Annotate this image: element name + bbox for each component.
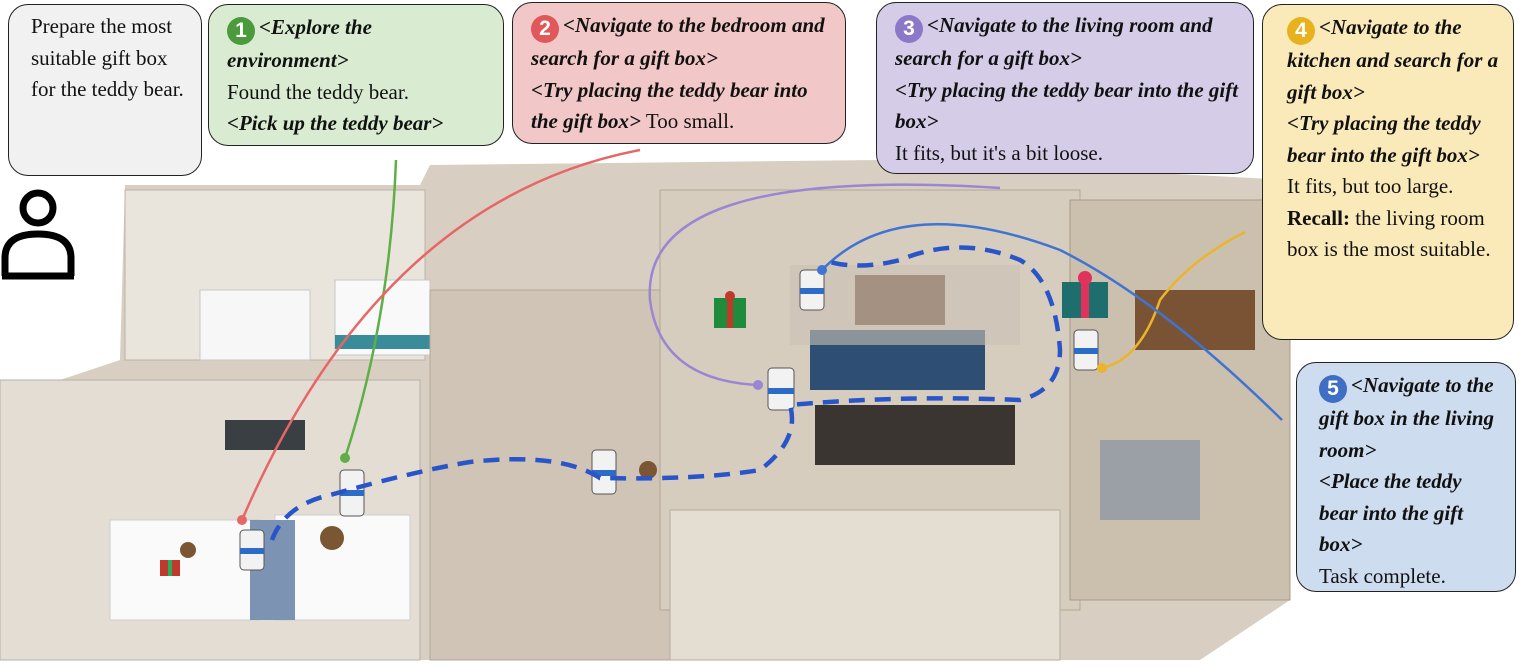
hallway bbox=[429, 289, 671, 661]
step-5-text-2: Task complete. bbox=[1319, 563, 1446, 588]
teddy-bear-start bbox=[320, 526, 344, 550]
gift-box-kitchen bbox=[1062, 271, 1108, 318]
step-1-action-2: <Pick up the teddy bear> bbox=[227, 111, 444, 135]
tv bbox=[225, 420, 305, 450]
bed-bottom-left bbox=[109, 519, 261, 621]
step-3-action-2: <Try placing the teddy bear into the gif… bbox=[895, 77, 1239, 134]
person-outline-icon bbox=[1, 189, 75, 280]
robot-kitchen bbox=[1073, 329, 1099, 371]
step-4-bubble: 4<Navigate to the kitchen and search for… bbox=[1262, 4, 1514, 340]
step-2-bubble: 2<Navigate to the bedroom and search for… bbox=[512, 2, 846, 144]
step-5-action-1: <Navigate to the gift box in the living … bbox=[1319, 373, 1495, 462]
step-5-badge: 5 bbox=[1319, 375, 1347, 403]
gift-box-bedroom bbox=[160, 560, 180, 576]
step-4-recall-text: the living room box is the most suitable… bbox=[1287, 205, 1491, 262]
gift-box-living-room bbox=[714, 291, 746, 328]
step-1-text-1: Found the teddy bear. bbox=[227, 79, 409, 104]
connector-step-1 bbox=[343, 159, 398, 459]
robot-hallway bbox=[591, 449, 617, 495]
kitchen bbox=[1069, 199, 1291, 601]
bed-runner bbox=[335, 335, 430, 349]
teddy-bear-hallway bbox=[639, 461, 657, 479]
step-3-bubble: 3<Navigate to the living room and search… bbox=[876, 2, 1254, 174]
connector-step-3 bbox=[648, 183, 1001, 387]
connector-step-4 bbox=[1101, 230, 1246, 370]
robot-bedroom bbox=[239, 529, 265, 571]
tv-cabinet bbox=[815, 405, 1015, 465]
bed-bottom-right bbox=[274, 514, 411, 621]
kitchen-counter bbox=[1100, 440, 1200, 520]
connector-step-2 bbox=[240, 148, 641, 521]
instruction-text: Prepare the most suitable gift box for t… bbox=[31, 14, 184, 101]
step-4-text-2: It fits, but too large. bbox=[1287, 174, 1454, 198]
step-4-recall-label: Recall: bbox=[1287, 205, 1350, 230]
bed-top-left bbox=[199, 289, 311, 361]
step-2-text-2: Too small. bbox=[645, 109, 735, 133]
step-3-badge: 3 bbox=[895, 15, 923, 43]
step-3-text-2: It fits, but it's a bit loose. bbox=[895, 140, 1103, 165]
living-rug bbox=[790, 265, 1020, 345]
step-2-badge: 2 bbox=[531, 15, 559, 43]
instruction-bubble: Prepare the most suitable gift box for t… bbox=[8, 4, 202, 176]
connector-step-5 bbox=[821, 223, 1283, 421]
step-5-action-2: <Place the teddy bear into the gift box> bbox=[1319, 469, 1464, 556]
step-4-action-2: <Try placing the teddy bear into the gif… bbox=[1287, 111, 1481, 167]
step-4-action-1: <Navigate to the kitchen and search for … bbox=[1287, 15, 1499, 104]
step-5-bubble: 5<Navigate to the gift box in the living… bbox=[1296, 362, 1516, 592]
step-1-action-1: <Explore the environment> bbox=[227, 15, 372, 72]
step-3-action-1: <Navigate to the living room and search … bbox=[895, 13, 1213, 70]
step-1-bubble: 1<Explore the environment> Found the ted… bbox=[208, 4, 504, 146]
step-2-action-2: <Try placing the teddy bear into the gif… bbox=[531, 77, 808, 134]
step-4-badge: 4 bbox=[1287, 17, 1315, 45]
robot-living-room bbox=[767, 269, 825, 411]
teddy-bear-bedroom bbox=[180, 542, 196, 558]
step-1-badge: 1 bbox=[227, 17, 255, 45]
step-2-action-1: <Navigate to the bedroom and search for … bbox=[531, 13, 825, 70]
bottom-room bbox=[669, 509, 1061, 661]
